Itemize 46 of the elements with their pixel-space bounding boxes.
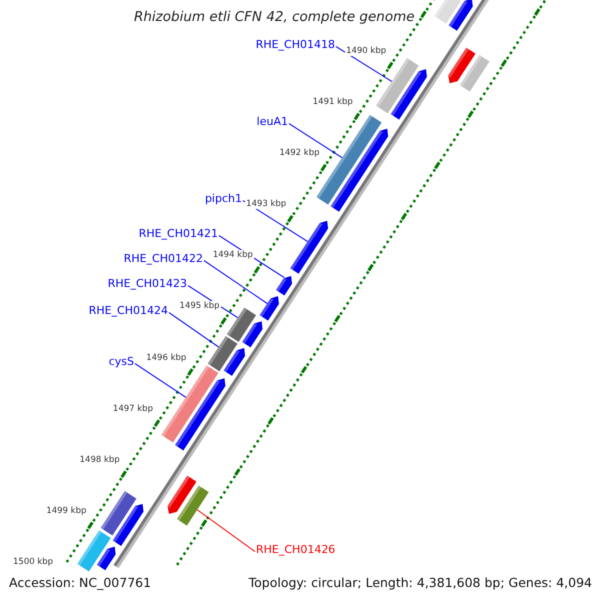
gene-bar xyxy=(100,491,136,536)
leader-line xyxy=(196,509,256,552)
gene-bar xyxy=(276,276,292,296)
gene-bar xyxy=(224,348,246,376)
gene-label: RHE_CH01418 xyxy=(256,38,335,52)
scale-label: 1494 kbp xyxy=(212,250,254,261)
leader-line xyxy=(288,123,343,158)
scale-label: 1498 kbp xyxy=(78,454,121,465)
gene-bar xyxy=(208,336,238,372)
leader-line xyxy=(204,260,268,304)
gene-label: RHE_CH01421 xyxy=(138,227,218,240)
gene-label: RHE_CH01423 xyxy=(108,277,187,290)
gene-bar xyxy=(290,220,328,274)
scale-label: 1500 kbp xyxy=(12,557,54,568)
gene-label: RHE_CH01424 xyxy=(88,304,168,318)
gene-bar xyxy=(448,48,476,84)
gene-bar xyxy=(434,0,461,24)
scale-label: 1495 kbp xyxy=(178,301,221,312)
gene-bar xyxy=(448,0,473,31)
gene-bar xyxy=(242,321,263,348)
scale-label: 1496 kbp xyxy=(145,352,188,363)
scale-label: 1493 kbp xyxy=(245,199,288,210)
scale-label: 1491 kbp xyxy=(312,96,354,108)
accession-text: Accession: NC_007761 xyxy=(9,575,152,590)
gene-label: RHE_CH01426 xyxy=(256,543,336,556)
leader-line xyxy=(168,312,220,348)
scale-label: 1490 kbp xyxy=(345,46,388,56)
gene-bar xyxy=(226,308,256,342)
gene-bar xyxy=(330,128,388,212)
gene-bar xyxy=(390,69,427,120)
leader-line xyxy=(134,363,186,398)
gene-bar xyxy=(260,296,279,321)
gene-label: RHE_CH01422 xyxy=(124,252,203,266)
scale-label: 1492 kbp xyxy=(278,148,321,158)
scale-label: 1499 kbp xyxy=(45,506,88,516)
genome-summary-text: Topology: circular; Length: 4,381,608 bp; Genes: 4,094 xyxy=(248,575,592,590)
gene-label: leuA1 xyxy=(256,115,288,128)
gene-bar xyxy=(175,378,226,450)
gene-label: cysS xyxy=(108,355,134,368)
leader-line xyxy=(336,46,392,82)
gene-bar xyxy=(112,504,144,546)
gene-bar xyxy=(96,546,116,570)
gene-label: pipch1 xyxy=(204,192,242,206)
map-title: Rhizobium etli CFN 42, complete genome xyxy=(134,9,415,26)
gene-bar xyxy=(168,476,196,514)
scale-label: 1497 kbp xyxy=(112,404,154,414)
